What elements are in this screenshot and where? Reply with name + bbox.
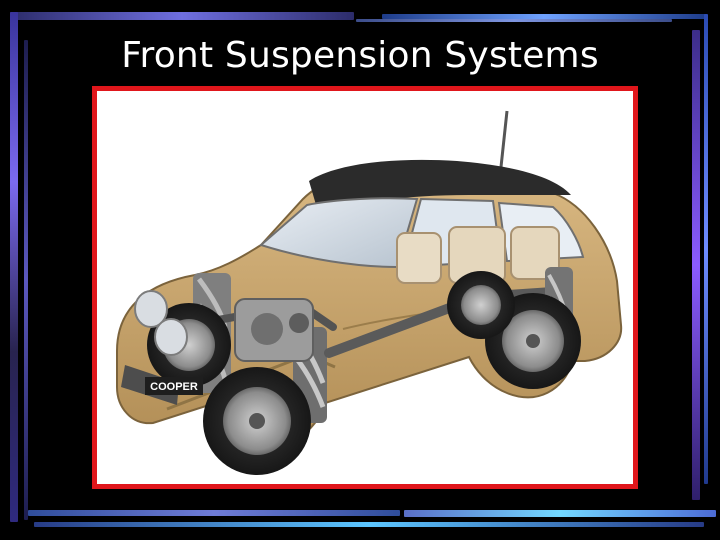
antenna-icon [499,110,509,168]
slide-title: Front Suspension Systems [121,35,599,76]
headlight-icon [134,290,188,356]
bottom-left-bar [28,510,400,516]
front-left-wheel-icon [203,367,311,475]
cooper-badge-text: COOPER [150,381,198,393]
top-right-bar [382,14,706,19]
bottom-right-bar [404,510,716,517]
interior-icon [396,226,560,284]
right-bar [692,30,700,500]
photo-frame: COOPER [92,86,638,489]
bottom-bar-accent [34,522,704,527]
cooper-badge: COOPER [145,377,203,395]
engine-icon [234,298,314,362]
top-bar-accent [356,19,672,22]
top-left-bar [10,12,354,20]
car-cutaway-image: COOPER [97,91,633,484]
left-bar [10,12,18,522]
left-bar-accent [24,40,28,520]
right-bar-accent [704,14,708,484]
rear-left-wheel-icon [447,271,515,339]
